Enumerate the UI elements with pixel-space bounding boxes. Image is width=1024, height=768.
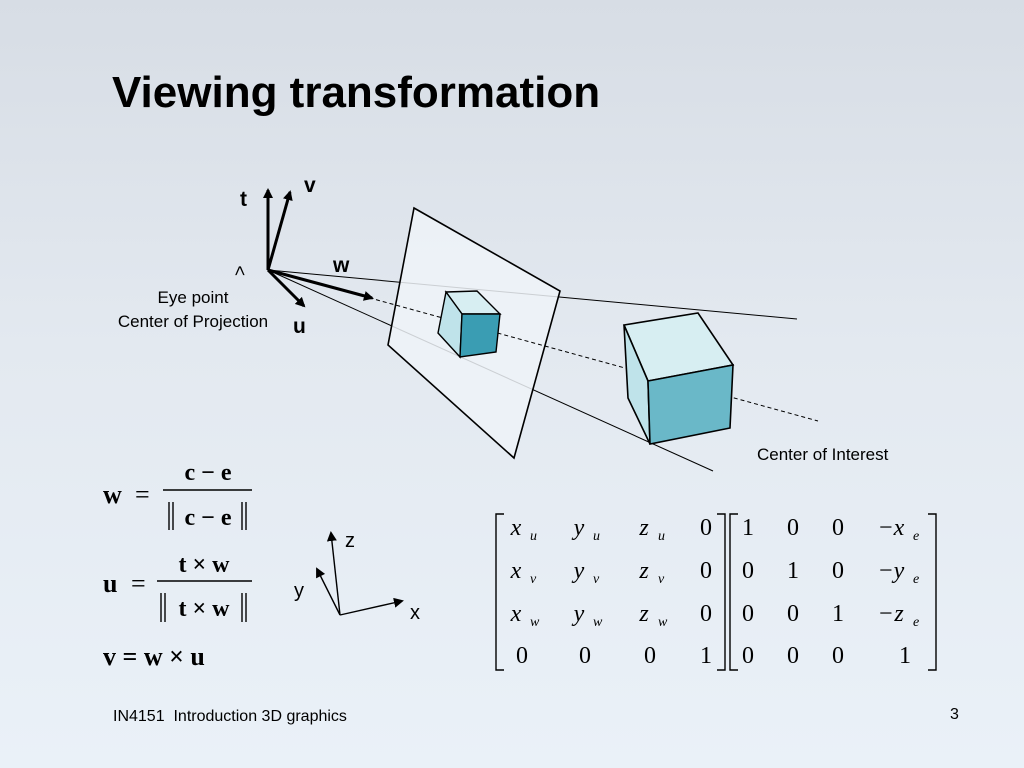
rotation-cell-1-2: z: [638, 558, 649, 584]
world-x-label: x: [410, 602, 420, 624]
rotation-cell-0-2-sub: u: [658, 529, 665, 544]
slide-footer: IN4151 Introduction 3D graphics: [113, 708, 347, 725]
translation-cell-0-3: x: [893, 515, 905, 541]
translation-cell-3-1: 0: [787, 643, 799, 669]
translation-cell-3-0: 0: [742, 643, 754, 669]
rotation-cell-2-1-sub: w: [593, 615, 603, 630]
translation-cell-2-3: z: [893, 601, 904, 627]
u-axis-arrow: [266, 268, 306, 308]
world-axes: [316, 531, 404, 616]
translation-cell-0-2: 0: [832, 515, 844, 541]
translation-cell-1-2: 0: [832, 558, 844, 584]
rotation-cell-2-2: z: [638, 601, 649, 627]
translation-cell-3-2: 0: [832, 643, 844, 669]
rotation-cell-1-2-sub: v: [658, 572, 665, 587]
translation-cell-0-3-sub: e: [913, 529, 919, 544]
translation-cell-1-3-sign: −: [879, 558, 893, 584]
formula-u: u = t × w t × w: [103, 552, 252, 622]
rotation-cell-0-2: z: [638, 515, 649, 541]
slide-title: Viewing transformation: [112, 68, 601, 117]
w-axis-arrow: [267, 268, 374, 301]
translation-cell-1-3-sub: e: [913, 572, 919, 587]
translation-cell-3-3: 1: [899, 643, 911, 669]
v-axis-label: v: [304, 174, 316, 197]
rotation-cell-2-0: x: [510, 601, 522, 627]
translation-cell-2-0: 0: [742, 601, 754, 627]
formula-w-numerator: c − e: [185, 460, 232, 486]
t-axis-label: t: [240, 188, 247, 211]
center-of-interest-label: Center of Interest: [757, 445, 889, 464]
rotation-cell-0-0: x: [510, 515, 522, 541]
world-y-label: y: [294, 580, 304, 602]
translation-cell-2-3-sub: e: [913, 615, 919, 630]
rotation-cell-0-3: 0: [700, 515, 712, 541]
eye-point-label: Eye point: [158, 288, 229, 307]
translation-cell-2-2: 1: [832, 601, 844, 627]
translation-cell-1-3: y: [892, 558, 905, 584]
formula-u-equals: =: [131, 569, 146, 598]
projected-cube: [437, 290, 502, 359]
rotation-cell-3-3: 1: [700, 643, 712, 669]
rotation-cell-1-0-sub: v: [530, 572, 537, 587]
u-axis-label: u: [293, 315, 306, 338]
w-axis-label: w: [332, 254, 350, 277]
world-z-label: z: [345, 530, 355, 552]
rotation-cell-1-3: 0: [700, 558, 712, 584]
formula-v: v = w × u: [103, 642, 205, 671]
rotation-cell-0-0-sub: u: [530, 529, 537, 544]
rotation-cell-2-1: y: [572, 601, 585, 627]
rotation-cell-1-0: x: [510, 558, 522, 584]
rotation-cell-2-2-sub: w: [658, 615, 668, 630]
center-of-projection-label: Center of Projection: [118, 312, 268, 331]
v-axis-arrow: [266, 190, 293, 271]
formula-w-lhs: w: [103, 480, 122, 509]
rotation-cell-2-3: 0: [700, 601, 712, 627]
translation-cell-0-0: 1: [742, 515, 754, 541]
formula-w-denominator: c − e: [185, 505, 232, 531]
formula-u-numerator: t × w: [179, 552, 231, 578]
rotation-cell-3-2: 0: [644, 643, 656, 669]
rotation-cell-0-1-sub: u: [593, 529, 600, 544]
rotation-cell-3-1: 0: [579, 643, 591, 669]
formula-u-lhs: u: [103, 569, 117, 598]
translation-cell-1-0: 0: [742, 558, 754, 584]
translation-cell-0-1: 0: [787, 515, 799, 541]
page-number: 3: [950, 706, 959, 723]
formula-w: w = c − e c − e: [103, 460, 252, 531]
rotation-cell-3-0: 0: [516, 643, 528, 669]
rotation-cell-1-1-sub: v: [593, 572, 600, 587]
translation-cell-2-3-sign: −: [879, 601, 893, 627]
rotation-cell-2-0-sub: w: [530, 615, 540, 630]
rotation-cell-0-1: y: [572, 515, 585, 541]
world-cube: [622, 312, 735, 445]
translation-cell-0-3-sign: −: [879, 515, 893, 541]
formula-w-equals: =: [135, 480, 150, 509]
translation-cell-2-1: 0: [787, 601, 799, 627]
rotation-cell-1-1: y: [572, 558, 585, 584]
eye-marker: >: [230, 265, 250, 276]
translation-cell-1-1: 1: [787, 558, 799, 584]
formula-u-denominator: t × w: [179, 596, 231, 622]
